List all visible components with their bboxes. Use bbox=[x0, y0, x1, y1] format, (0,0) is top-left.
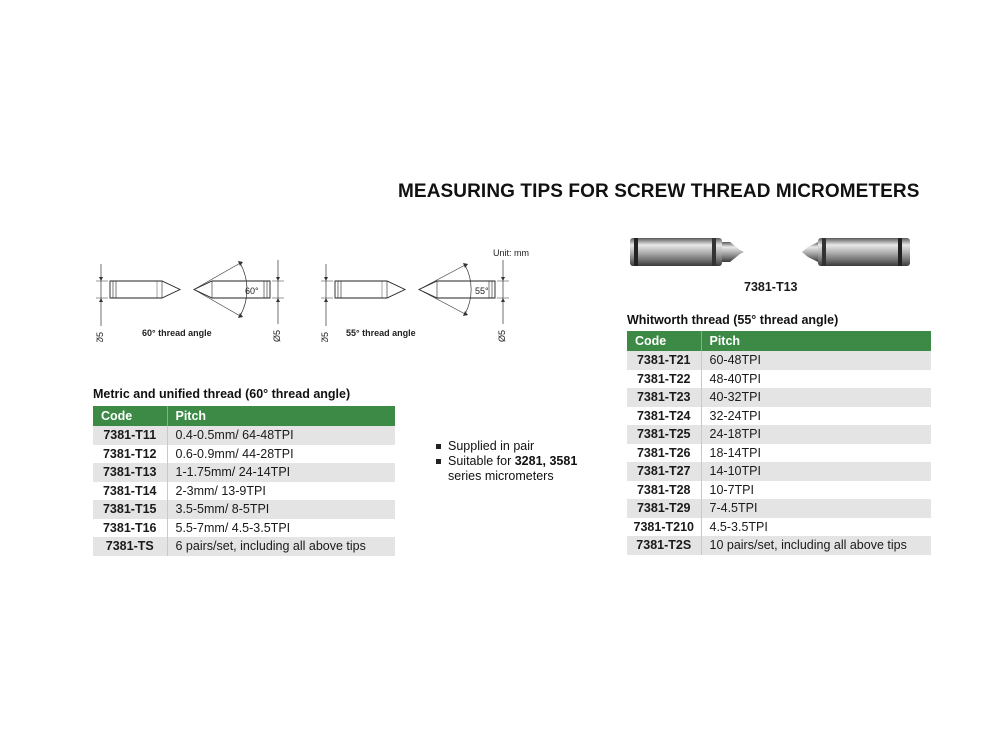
note-models: 3281, 3581 bbox=[514, 454, 578, 468]
code-cell: 7381-T22 bbox=[627, 369, 702, 388]
code-cell: 7381-T12 bbox=[93, 444, 168, 463]
measuring-tips-image bbox=[630, 238, 910, 266]
note-text: Supplied in pair bbox=[448, 439, 535, 453]
pitch-cell: 7-4.5TPI bbox=[701, 499, 931, 518]
thread-55-drawing: 55° Ø5 Ø5 55° thread angle bbox=[320, 260, 509, 342]
code-header: Code bbox=[93, 406, 168, 426]
photo-caption: 7381-T13 bbox=[744, 280, 798, 294]
code-cell: 7381-T2S bbox=[627, 536, 702, 555]
pitch-cell: 4.5-3.5TPI bbox=[701, 517, 931, 536]
metric-section-title: Metric and unified thread (60° thread an… bbox=[93, 387, 351, 401]
pitch-cell: 10 pairs/set, including all above tips bbox=[701, 536, 931, 555]
code-cell: 7381-T14 bbox=[93, 481, 168, 500]
angle-label: 60° bbox=[245, 286, 259, 296]
code-cell: 7381-T29 bbox=[627, 499, 702, 518]
code-cell: 7381-T26 bbox=[627, 443, 702, 462]
code-header: Code bbox=[627, 331, 702, 351]
pitch-cell: 48-40TPI bbox=[701, 369, 931, 388]
pitch-cell: 5.5-7mm/ 4.5-3.5TPI bbox=[167, 518, 395, 537]
diameter-right: Ø5 bbox=[272, 330, 282, 342]
code-cell: 7381-T23 bbox=[627, 388, 702, 407]
pitch-cell: 32-24TPI bbox=[701, 406, 931, 425]
pitch-cell: 3.5-5mm/ 8-5TPI bbox=[167, 500, 395, 519]
pitch-cell: 0.4-0.5mm/ 64-48TPI bbox=[167, 426, 395, 445]
table-header-row: Code Pitch bbox=[627, 331, 931, 351]
note-text: Suitable for bbox=[448, 454, 515, 468]
diagram-caption: 55° thread angle bbox=[346, 328, 416, 338]
product-photo bbox=[626, 230, 916, 279]
pitch-cell: 2-3mm/ 13-9TPI bbox=[167, 481, 395, 500]
thread-55-diagram: 55° Ø5 Ø5 55° thread angle bbox=[305, 250, 525, 342]
code-cell: 7381-T21 bbox=[627, 351, 702, 370]
code-cell: 7381-T16 bbox=[93, 518, 168, 537]
pitch-cell: 1-1.75mm/ 24-14TPI bbox=[167, 463, 395, 482]
thread-60-drawing: 60° Ø5 Ø5 60° thread angle bbox=[95, 260, 284, 342]
page-title: MEASURING TIPS FOR SCREW THREAD MICROMET… bbox=[398, 181, 920, 202]
note-text: series micrometers bbox=[448, 469, 554, 483]
table-header-row: Code Pitch bbox=[93, 406, 395, 426]
code-cell: 7381-T15 bbox=[93, 500, 168, 519]
pitch-header: Pitch bbox=[701, 331, 931, 351]
whitworth-section-title: Whitworth thread (55° thread angle) bbox=[627, 313, 839, 327]
code-cell: 7381-T13 bbox=[93, 463, 168, 482]
diameter-left: Ø5 bbox=[320, 332, 330, 342]
code-cell: 7381-T11 bbox=[93, 426, 168, 445]
code-cell: 7381-T24 bbox=[627, 406, 702, 425]
diagram-caption: 60° thread angle bbox=[142, 328, 212, 338]
diameter-right: Ø5 bbox=[497, 330, 507, 342]
code-cell: 7381-T25 bbox=[627, 425, 702, 444]
thread-60-diagram: 60° Ø5 Ø5 60° thread angle bbox=[80, 250, 300, 342]
code-cell: 7381-T28 bbox=[627, 480, 702, 499]
code-cell: 7381-T210 bbox=[627, 517, 702, 536]
code-cell: 7381-T27 bbox=[627, 462, 702, 481]
angle-label: 55° bbox=[475, 286, 489, 296]
pitch-cell: 0.6-0.9mm/ 44-28TPI bbox=[167, 444, 395, 463]
pitch-cell: 6 pairs/set, including all above tips bbox=[167, 537, 395, 556]
pitch-cell: 10-7TPI bbox=[701, 480, 931, 499]
pitch-cell: 18-14TPI bbox=[701, 443, 931, 462]
note-item: Supplied in pair bbox=[435, 439, 577, 454]
code-cell: 7381-TS bbox=[93, 537, 168, 556]
unit-note: Unit: mm bbox=[493, 248, 529, 258]
notes-list: Supplied in pair Suitable for 3281, 3581… bbox=[435, 439, 577, 484]
pitch-cell: 24-18TPI bbox=[701, 425, 931, 444]
pitch-cell: 60-48TPI bbox=[701, 351, 931, 370]
pitch-cell: 40-32TPI bbox=[701, 388, 931, 407]
pitch-cell: 14-10TPI bbox=[701, 462, 931, 481]
diameter-left: Ø5 bbox=[95, 332, 105, 342]
pitch-header: Pitch bbox=[167, 406, 395, 426]
